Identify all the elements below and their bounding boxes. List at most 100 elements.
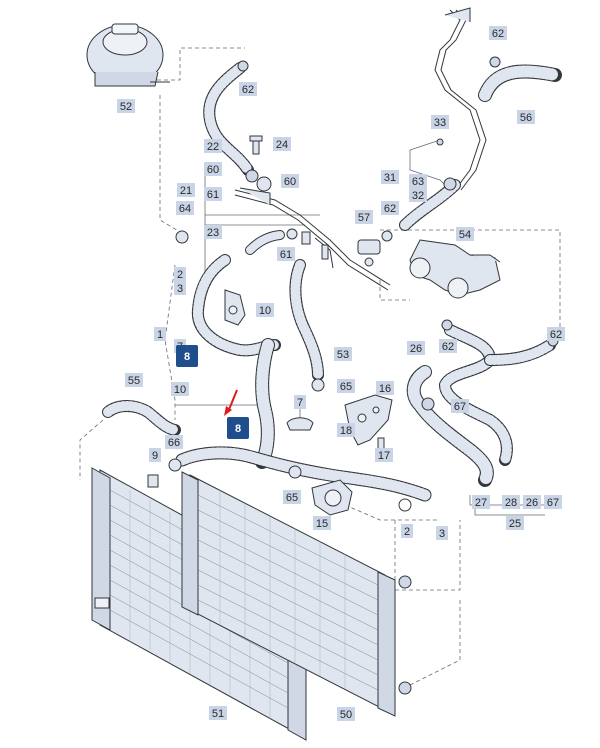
callout-box	[381, 170, 399, 184]
callout-label: 2	[177, 269, 183, 281]
callout-c32: 32	[409, 188, 427, 202]
callout-box	[171, 382, 189, 396]
hose-upper-left	[203, 60, 259, 183]
callout-label: 55	[128, 375, 140, 387]
callout-label: 62	[242, 84, 254, 96]
callout-c52: 52	[117, 99, 135, 113]
callout-box	[439, 339, 457, 353]
callout-box	[436, 526, 448, 540]
callout-c1: 1	[154, 327, 166, 341]
callout-c62b: 62	[489, 26, 507, 40]
callout-c33: 33	[431, 115, 449, 129]
callout-label: 51	[212, 708, 224, 720]
callout-label: 66	[168, 437, 180, 449]
callout-c51: 51	[209, 706, 227, 720]
callout-label: 16	[379, 383, 391, 395]
callout-c17: 17	[375, 448, 393, 462]
callout-label: 2	[404, 526, 410, 538]
callout-box	[375, 448, 393, 462]
callout-c3b: 3	[436, 526, 448, 540]
clamp-7	[286, 417, 314, 431]
callout-label: 17	[378, 450, 390, 462]
callout-box	[409, 188, 427, 202]
callout-c50: 50	[337, 707, 355, 721]
callout-label: 61	[207, 189, 219, 201]
callout-label: 7	[297, 397, 303, 409]
callout-box	[337, 707, 355, 721]
callout-c3a: 3	[174, 281, 186, 295]
callout-c26b: 26	[523, 495, 541, 509]
highlight-badge-h8b[interactable]: 8	[227, 417, 249, 439]
callout-box	[176, 201, 194, 215]
highlight-badge-label: 8	[235, 423, 241, 435]
callout-box	[174, 281, 186, 295]
hose-right-system	[406, 319, 559, 487]
hose-right-upper-mid	[399, 138, 461, 231]
thermostat-housing	[409, 239, 501, 299]
callout-box	[523, 495, 541, 509]
callout-label: 65	[286, 492, 298, 504]
callout-label: 67	[547, 497, 559, 509]
callout-box	[154, 327, 166, 341]
callout-label: 62	[442, 341, 454, 353]
callout-c55: 55	[125, 373, 143, 387]
callout-c22: 22	[204, 139, 222, 153]
callout-box	[281, 174, 299, 188]
callout-box	[294, 395, 306, 409]
callout-label: 21	[180, 185, 192, 197]
callout-label: 28	[505, 497, 517, 509]
callout-label: 60	[207, 164, 219, 176]
callout-label: 3	[177, 283, 183, 295]
callout-label: 62	[384, 203, 396, 215]
callout-c65a: 65	[337, 379, 355, 393]
callout-label: 33	[434, 117, 446, 129]
highlight-arrow	[224, 389, 238, 416]
callout-label: 65	[340, 381, 352, 393]
callout-label: 10	[259, 305, 271, 317]
callout-box	[502, 495, 520, 509]
callout-label: 26	[410, 343, 422, 355]
callout-label: 18	[340, 425, 352, 437]
callout-label: 32	[412, 190, 424, 202]
callout-c57: 57	[355, 210, 373, 224]
callout-box	[256, 303, 274, 317]
callout-c61a: 61	[204, 187, 222, 201]
highlight-badge-label: 8	[184, 351, 190, 363]
callout-c60a: 60	[204, 162, 222, 176]
callout-box	[472, 495, 490, 509]
callout-box	[456, 227, 474, 241]
callout-c2b: 2	[401, 524, 413, 538]
highlight-badge-box	[227, 417, 249, 439]
metal-pipe-upper	[234, 187, 391, 291]
callout-box	[451, 399, 469, 413]
mounting-bracket	[344, 394, 393, 446]
callout-box	[407, 341, 425, 355]
callout-box	[209, 706, 227, 720]
highlight-badge-h8a[interactable]: 8	[176, 345, 198, 367]
callout-c18: 18	[337, 423, 355, 437]
callout-label: 9	[152, 450, 158, 462]
callout-box	[239, 82, 257, 96]
callout-label: 62	[550, 329, 562, 341]
callout-label: 50	[340, 709, 352, 721]
callout-c2a: 2	[174, 267, 186, 281]
callout-label: 27	[475, 497, 487, 509]
callout-c67b: 67	[544, 495, 562, 509]
callout-label: 67	[454, 401, 466, 413]
callout-box	[334, 347, 352, 361]
callout-label: 52	[120, 101, 132, 113]
callout-label: 62	[492, 28, 504, 40]
callout-label: 15	[316, 518, 328, 530]
callout-box	[409, 174, 427, 188]
callout-box	[165, 435, 183, 449]
callout-label: 10	[174, 384, 186, 396]
callout-c23: 23	[204, 225, 222, 239]
callout-label: 54	[459, 229, 471, 241]
expansion-tank	[86, 23, 170, 87]
callout-c56: 56	[517, 110, 535, 124]
hoses-central	[175, 254, 432, 502]
callout-box	[376, 381, 394, 395]
callout-label: 57	[358, 212, 370, 224]
